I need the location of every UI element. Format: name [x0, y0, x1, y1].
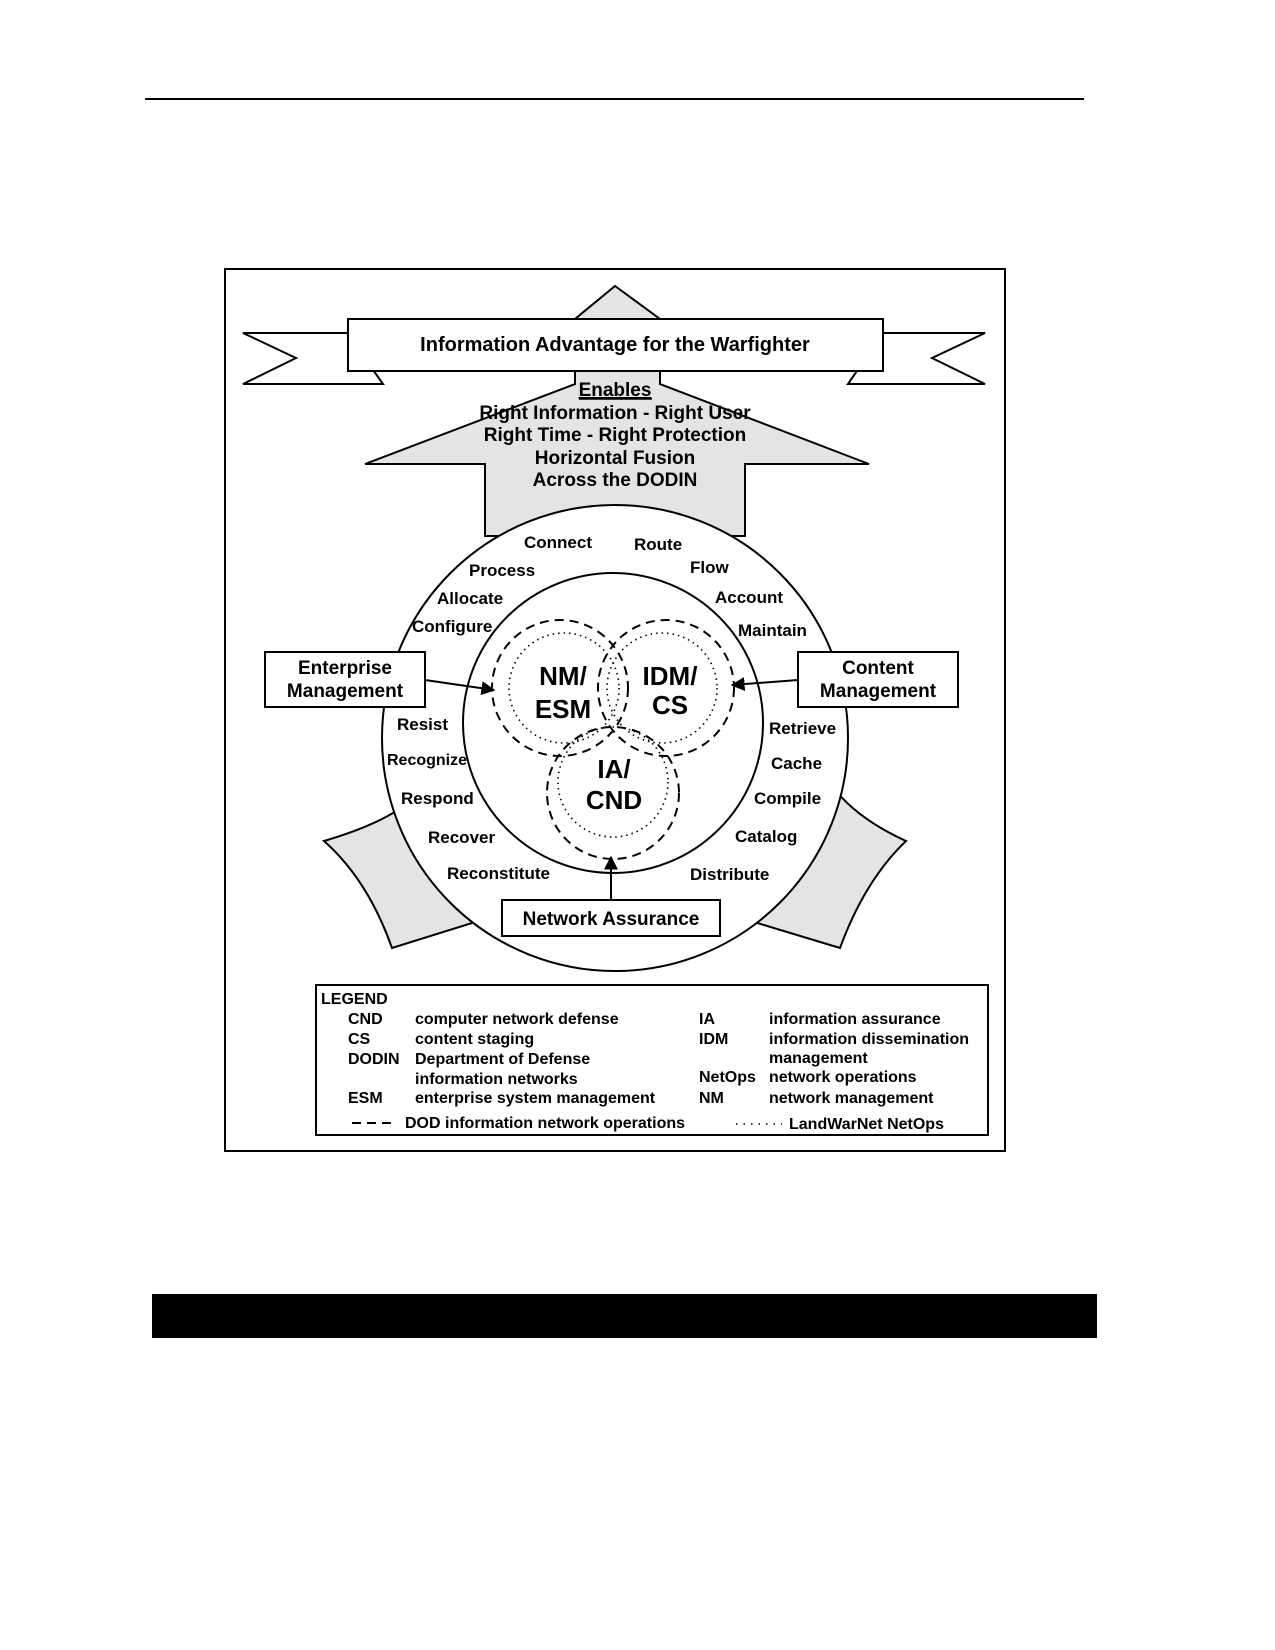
ring-word: Retrieve: [769, 719, 836, 738]
legend-def: information networks: [415, 1071, 578, 1088]
ring-word: Flow: [690, 558, 729, 577]
legend-def: enterprise system management: [415, 1090, 656, 1107]
banner-title: Information Advantage for the Warfighter: [420, 334, 810, 356]
legend-def: content staging: [415, 1031, 534, 1048]
enterprise-management-label: Management: [287, 681, 404, 702]
figure-frame: [224, 268, 1006, 1152]
legend-title: LEGEND: [321, 991, 388, 1008]
legend-dotted-label: LandWarNet NetOps: [789, 1116, 944, 1133]
ring-word: Recognize: [387, 752, 467, 769]
legend-left-column: CND computer network defense CS content …: [348, 1011, 656, 1107]
core-nm-label: NM/: [539, 661, 587, 691]
inner-ring: [462, 572, 764, 874]
ring-word: Process: [469, 561, 535, 580]
content-arrow: [730, 677, 799, 692]
ring-word: Configure: [412, 617, 492, 636]
enterprise-management-label: Enterprise: [298, 658, 392, 679]
legend-dashed-label: DOD information network operations: [405, 1115, 685, 1132]
ring-word: Account: [715, 588, 783, 607]
network-assurance-label: Network Assurance: [523, 909, 700, 930]
enterprise-management-box: [264, 651, 426, 708]
core-idm-label: CS: [652, 690, 688, 720]
ia-dotted-circle: [557, 726, 669, 838]
legend-def: computer network defense: [415, 1011, 619, 1028]
bottom-black-bar: [152, 1294, 1097, 1338]
ring-word: Cache: [771, 754, 822, 773]
ring-word: Reconstitute: [447, 864, 550, 883]
ring-word: Route: [634, 535, 682, 554]
legend-def: network operations: [769, 1069, 917, 1086]
legend-abbr: IDM: [699, 1031, 728, 1048]
nm-dotted-circle: [508, 632, 620, 744]
ring-word: Recover: [428, 828, 495, 847]
enables-line: Across the DODIN: [533, 470, 698, 491]
core-ia-label: CND: [586, 785, 642, 815]
enables-heading: Enables: [579, 380, 652, 401]
ring-word: Maintain: [738, 621, 807, 640]
legend-abbr: ESM: [348, 1090, 383, 1107]
legend-abbr: IA: [699, 1011, 715, 1028]
enables-line: Right Information - Right User: [479, 403, 751, 424]
enables-line: Horizontal Fusion: [535, 448, 695, 469]
ia-dashed-circle: [546, 726, 680, 860]
core-idm-label: IDM/: [643, 661, 698, 691]
legend-abbr: NM: [699, 1090, 724, 1107]
ring-word: Connect: [524, 533, 592, 552]
enterprise-arrow: [424, 679, 496, 696]
core-nm-label: ESM: [535, 694, 591, 724]
legend-abbr: DODIN: [348, 1051, 400, 1068]
ring-word: Compile: [754, 789, 821, 808]
idm-dotted-circle: [606, 632, 718, 744]
banner-box: [347, 318, 884, 372]
legend-def: network management: [769, 1090, 934, 1107]
legend-def: information dissemination: [769, 1031, 969, 1048]
ring-word: Allocate: [437, 589, 503, 608]
core-ia-label: IA/: [597, 754, 630, 784]
legend-def: management: [769, 1050, 868, 1067]
legend-abbr: CND: [348, 1011, 383, 1028]
ring-word: Distribute: [690, 865, 769, 884]
content-management-box: [797, 651, 959, 708]
ring-word: Resist: [397, 715, 448, 734]
enables-line: Right Time - Right Protection: [484, 425, 746, 446]
top-rule: [145, 98, 1084, 100]
legend-abbr: CS: [348, 1031, 371, 1048]
legend-def: information assurance: [769, 1011, 941, 1028]
legend-def: Department of Defense: [415, 1051, 590, 1068]
ring-word: Catalog: [735, 827, 797, 846]
ring-word: Respond: [401, 789, 474, 808]
legend-box: [315, 984, 989, 1136]
content-management-label: Content: [842, 658, 914, 679]
legend-abbr: NetOps: [699, 1069, 756, 1086]
legend-right-column: IA information assurance IDM information…: [699, 1011, 969, 1107]
content-management-label: Management: [820, 681, 937, 702]
